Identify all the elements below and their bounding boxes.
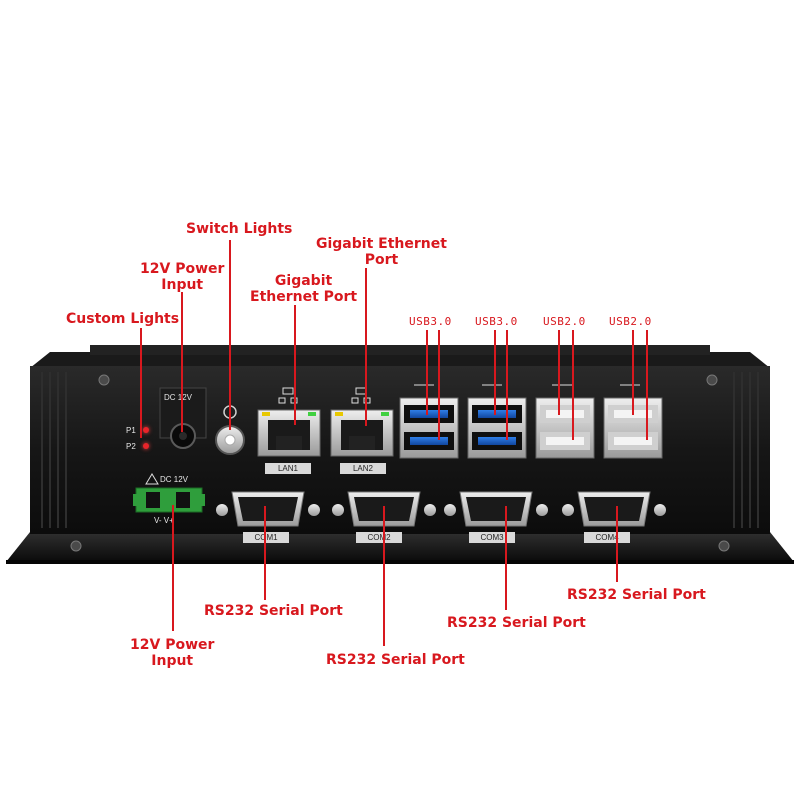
leader-usb3-1a [426, 330, 428, 415]
led-p2 [143, 443, 149, 449]
com4-label: COM4 [584, 532, 630, 543]
leader-gigabit-left [294, 305, 296, 425]
led-label-p1: P1 [126, 426, 136, 435]
usb-label-2: USB3.0 [475, 315, 518, 328]
usb2-stack-2 [603, 397, 663, 459]
leader-com1 [264, 506, 266, 600]
dc-jack-label: DC 12V [164, 393, 193, 402]
leader-custom-lights [140, 328, 142, 438]
lan2-label: LAN2 [340, 463, 386, 474]
leader-gigabit-right [365, 268, 367, 426]
terminal-polarity: V- V+ [154, 516, 174, 525]
led-label-p2: P2 [126, 442, 136, 451]
callout-rs232-com1: RS232 Serial Port [204, 603, 343, 619]
usb3-stack-1 [399, 397, 459, 459]
lan2-port [330, 409, 394, 457]
callout-custom-lights: Custom Lights [66, 311, 180, 327]
leader-usb2-1a [558, 330, 560, 415]
leader-usb3-1b [438, 330, 440, 440]
callout-rs232-com3: RS232 Serial Port [447, 615, 586, 631]
leader-switch-lights [229, 240, 231, 430]
leader-usb2-1b [572, 330, 574, 440]
screws [70, 374, 730, 552]
heat-fins [30, 345, 770, 368]
com2-label: COM2 [356, 532, 402, 543]
terminal-label: DC 12V [160, 475, 189, 484]
lan1-port [257, 409, 321, 457]
leader-com4 [616, 506, 618, 582]
callout-gigabit-ethernet-left: Gigabit Ethernet Port [250, 273, 358, 305]
usb-label-1: USB3.0 [409, 315, 452, 328]
leader-power-bottom [172, 505, 174, 631]
leader-usb3-2b [506, 330, 508, 440]
lan1-label: LAN1 [265, 463, 311, 474]
leader-com3 [505, 506, 507, 610]
leader-usb3-2a [494, 330, 496, 415]
callout-power-input-top: 12V Power Input [140, 261, 225, 293]
usb-label-3: USB2.0 [543, 315, 586, 328]
callout-power-input-bottom: 12V Power Input [130, 637, 215, 669]
dc-terminal-block [133, 487, 205, 513]
callout-switch-lights: Switch Lights [186, 221, 293, 237]
usb3-stack-2 [467, 397, 527, 459]
leader-power-top [181, 292, 183, 432]
callout-gigabit-ethernet-right: Gigabit Ethernet Port [316, 236, 447, 268]
led-p1 [143, 427, 149, 433]
usb-label-4: USB2.0 [609, 315, 652, 328]
usb2-stack-1 [535, 397, 595, 459]
callout-rs232-com2: RS232 Serial Port [326, 652, 465, 668]
com3-label: COM3 [469, 532, 515, 543]
leader-usb2-2a [632, 330, 634, 415]
callout-rs232-com4: RS232 Serial Port [567, 587, 706, 603]
com1-label: COM1 [243, 532, 289, 543]
leader-usb2-2b [646, 330, 648, 440]
leader-com2 [383, 506, 385, 646]
